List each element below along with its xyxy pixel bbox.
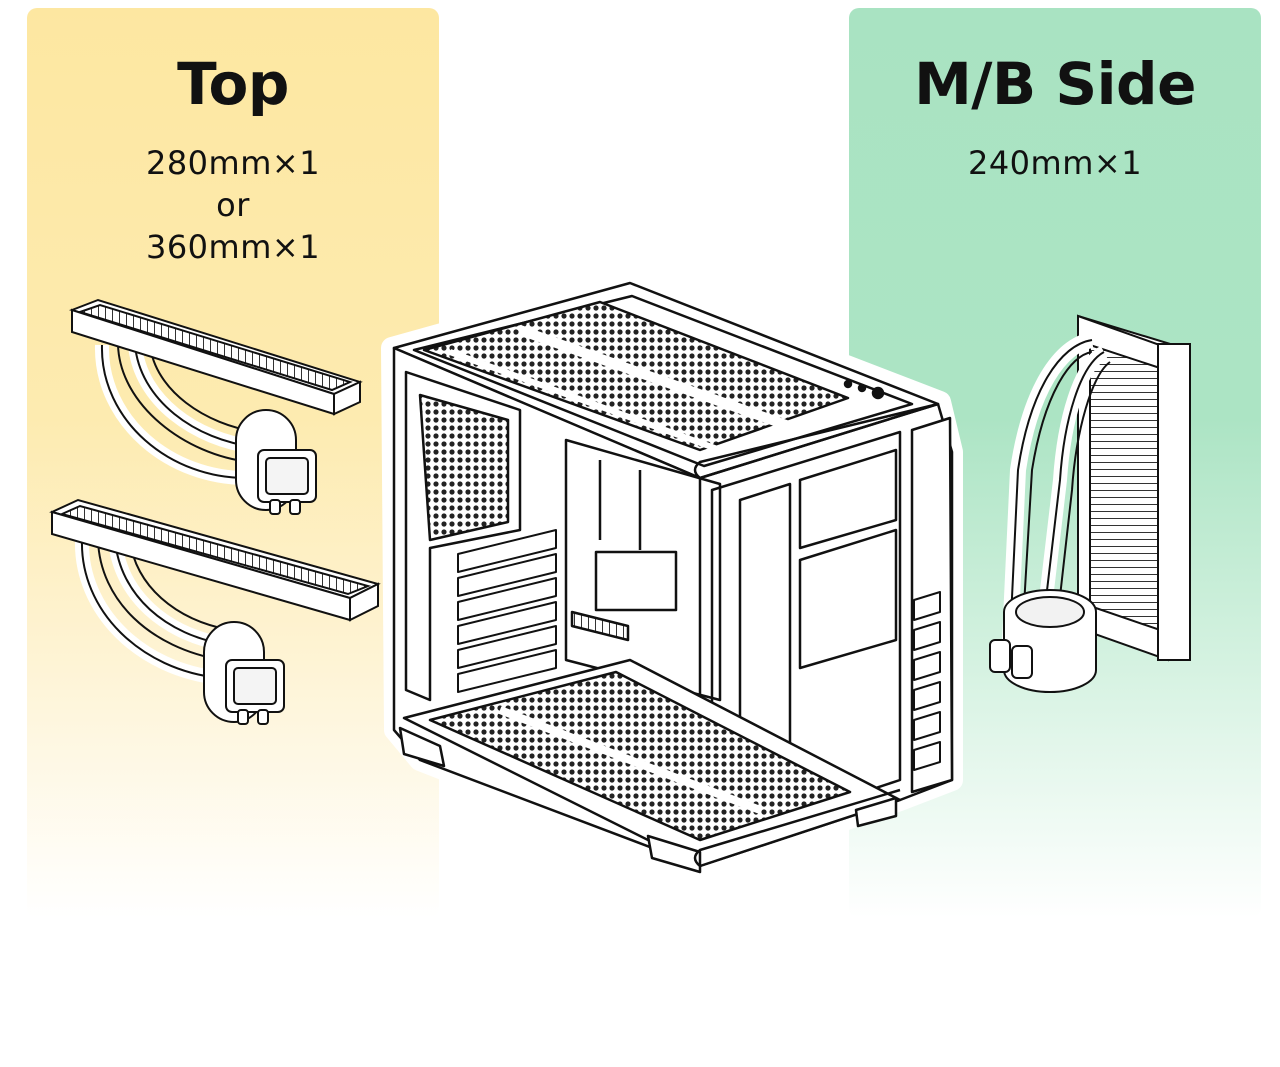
mb-side-heading: M/B Side: [914, 50, 1196, 118]
mb-side-spec-240: 240mm×1: [967, 144, 1143, 182]
top-cooler-360-icon: [49, 498, 381, 725]
top-cooler-280-icon: [68, 298, 363, 515]
pc-case-icon: [381, 271, 963, 877]
top-heading: Top: [177, 50, 289, 118]
mb-side-cooler-240-icon: [989, 314, 1191, 693]
top-spec-or: or: [216, 186, 250, 224]
top-spec-280: 280mm×1: [145, 144, 321, 182]
top-spec-360: 360mm×1: [145, 228, 321, 266]
top-mount-panel: Top 280mm×1 or 360mm×1: [27, 8, 439, 918]
